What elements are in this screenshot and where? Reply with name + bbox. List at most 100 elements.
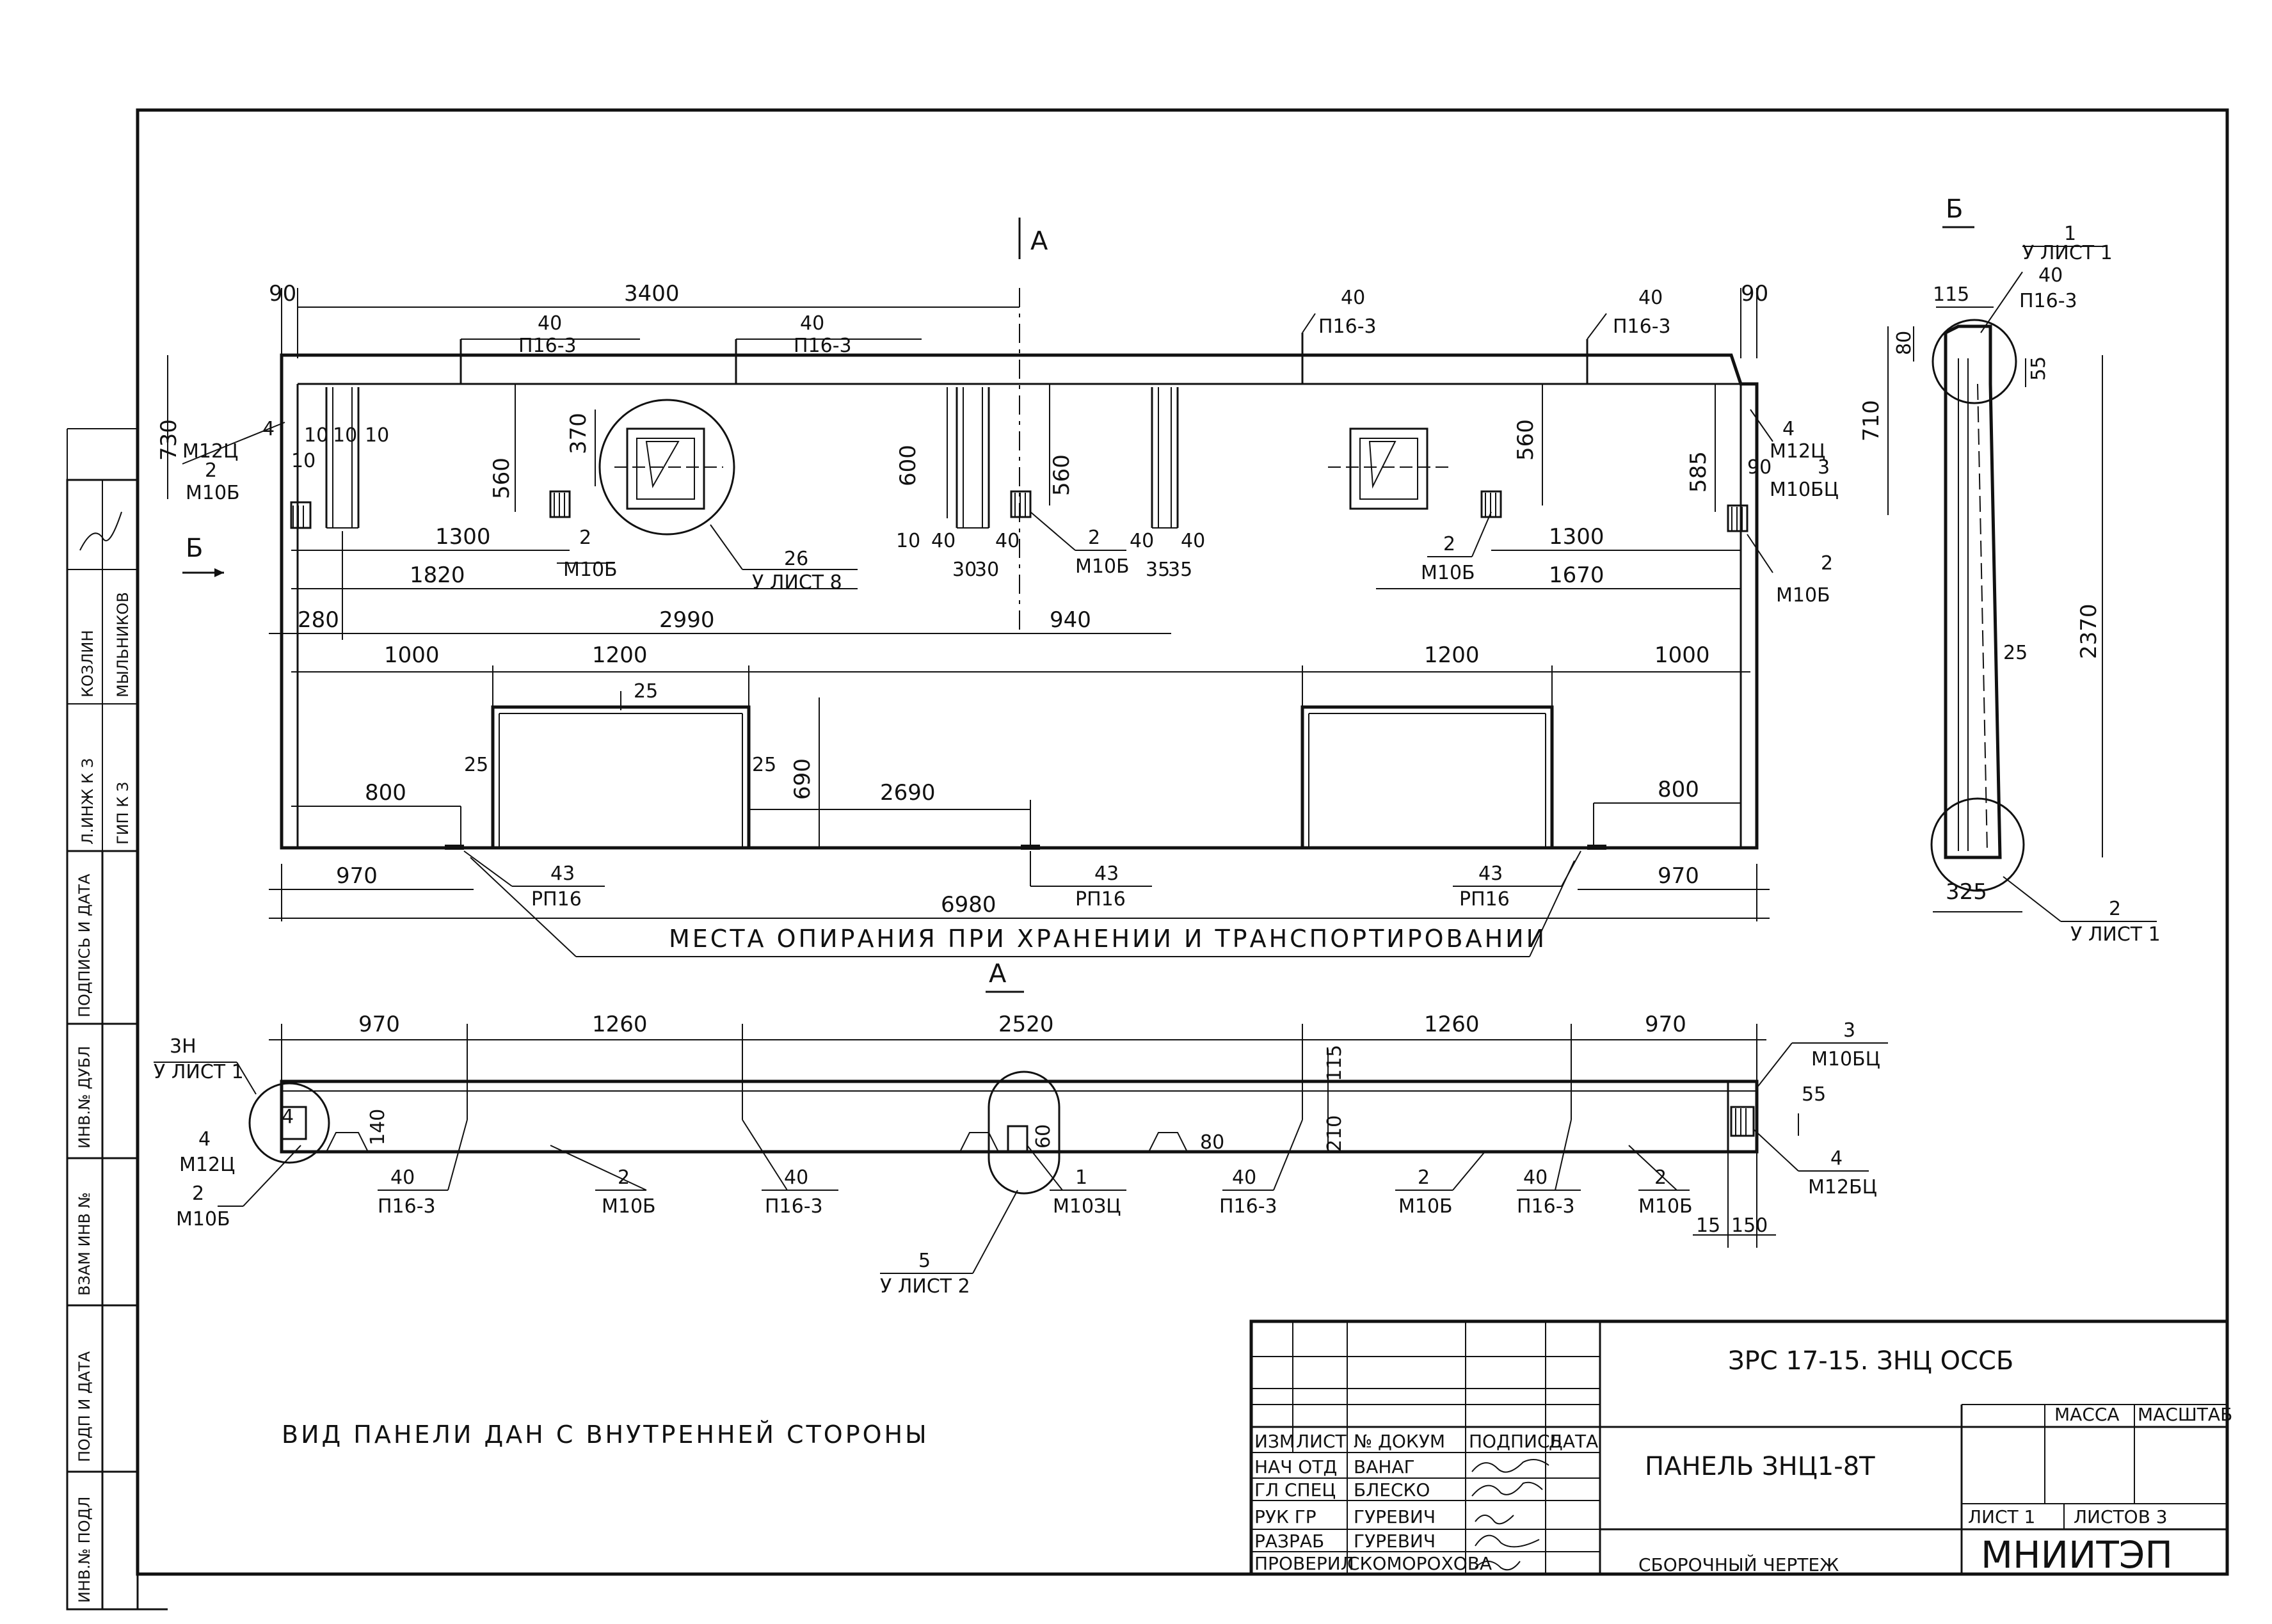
dim-10-center: 10 bbox=[896, 530, 920, 552]
tb-h-date: ДАТА bbox=[1549, 1431, 1598, 1452]
dim-40-d: 40 bbox=[1181, 530, 1205, 552]
plan-b8-num: 2 bbox=[1654, 1166, 1667, 1189]
right-label-90: 90 bbox=[1747, 456, 1772, 479]
plan-dim-150: 150 bbox=[1731, 1214, 1768, 1237]
plan-b4-num: 1 bbox=[1075, 1166, 1087, 1189]
signature-4 bbox=[1475, 1534, 1540, 1548]
panel-outline bbox=[280, 353, 1759, 850]
view-caption: ВИД ПАНЕЛИ ДАН С ВНУТРЕННЕЙ СТОРОНЫ bbox=[282, 1421, 929, 1449]
dim-600: 600 bbox=[895, 445, 921, 486]
stamp-linzh: Л.ИНЖ К З bbox=[79, 758, 97, 845]
right-label-4: 4 bbox=[1782, 418, 1795, 440]
inner-label-2a: 2 bbox=[579, 527, 591, 549]
stamp-gip: ГИП К З bbox=[114, 782, 132, 845]
plan-dim-1260-right: 1260 bbox=[1424, 1012, 1480, 1037]
plan-dim-970-right: 970 bbox=[1645, 1012, 1686, 1037]
loop-3-type: П16-3 bbox=[1318, 315, 1377, 338]
tb-h-izm: ИЗМ bbox=[1254, 1431, 1295, 1452]
side-dim-115: 115 bbox=[1933, 283, 1969, 306]
plan-b7-type: П16-3 bbox=[1517, 1195, 1575, 1218]
signature-5 bbox=[1475, 1561, 1521, 1571]
side-dim-55: 55 bbox=[2028, 356, 2050, 381]
stamp-signature bbox=[79, 511, 122, 551]
dim-35-b: 35 bbox=[1168, 559, 1192, 581]
front-view: A 90 3400 90 40 П16-3 40 П16-3 40 П16-3 … bbox=[156, 218, 1839, 993]
support-1-type: РП16 bbox=[531, 888, 582, 911]
left-label-2: 2 bbox=[205, 459, 217, 482]
dim-30-a: 30 bbox=[952, 559, 977, 581]
dim-800-left: 800 bbox=[365, 780, 406, 806]
col1-dim-d: 10 bbox=[291, 450, 316, 472]
plan-left-mark: 4 bbox=[282, 1106, 294, 1128]
plan-b4-type: М10ЗЦ bbox=[1053, 1195, 1121, 1218]
side-dim-710: 710 bbox=[1859, 400, 1884, 442]
dim-1300-left: 1300 bbox=[435, 524, 491, 550]
plan-b1-num: 40 bbox=[390, 1166, 415, 1189]
plan-dim-140: 140 bbox=[367, 1109, 389, 1145]
right-label-m10bc: М10БЦ bbox=[1770, 479, 1839, 501]
plan-left-m10b: М10Б bbox=[176, 1208, 230, 1230]
center-label-2: 2 bbox=[1088, 527, 1100, 549]
support-3-num: 43 bbox=[1478, 863, 1503, 885]
tb-r5-role: ПРОВЕРИЛ bbox=[1254, 1553, 1354, 1574]
signature-1 bbox=[1471, 1459, 1549, 1473]
right-label-2: 2 bbox=[1821, 552, 1833, 575]
tb-h-list: ЛИСТ bbox=[1296, 1431, 1347, 1452]
right-label-m10b: М10Б bbox=[1776, 584, 1830, 607]
stamp-vzam-inv: ВЗАМ ИНВ № bbox=[76, 1192, 93, 1296]
dim-1000-right: 1000 bbox=[1654, 642, 1710, 668]
tb-code: ЗРС 17-15. ЗНЦ ОССБ bbox=[1728, 1346, 2013, 1376]
dim-730: 730 bbox=[156, 419, 182, 461]
side-dim-80: 80 bbox=[1893, 331, 1916, 355]
dim-2990: 2990 bbox=[659, 607, 715, 633]
signature-3 bbox=[1475, 1515, 1514, 1525]
dim-690: 690 bbox=[790, 758, 815, 800]
section-a-top: A bbox=[1030, 227, 1048, 256]
support-note: МЕСТА ОПИРАНИЯ ПРИ ХРАНЕНИИ И ТРАНСПОРТИ… bbox=[669, 925, 1547, 953]
loop-1-type: П16-3 bbox=[518, 335, 577, 357]
dim-1000-left: 1000 bbox=[384, 642, 440, 668]
loop-1-num: 40 bbox=[538, 312, 562, 335]
tb-r1-role: НАЧ ОТД bbox=[1254, 1456, 1337, 1477]
side-callout-top-ref: У ЛИСТ 1 bbox=[2022, 242, 2113, 264]
plan-left-m12c: М12Ц bbox=[179, 1154, 235, 1176]
plan-b7-num: 40 bbox=[1523, 1166, 1548, 1189]
side-callout-top-num: 1 bbox=[2064, 223, 2076, 245]
left-label-m12c: М12Ц bbox=[182, 440, 238, 463]
tb-r3-role: РУК ГР bbox=[1254, 1506, 1316, 1527]
dim-560-center: 560 bbox=[1049, 454, 1075, 496]
support-2-num: 43 bbox=[1094, 863, 1119, 885]
section-b-arrow: Б bbox=[186, 534, 203, 563]
tb-r4-role: РАЗРАБ bbox=[1254, 1531, 1324, 1552]
window-callout-num: 26 bbox=[784, 548, 808, 570]
right-inner-2: 2 bbox=[1443, 533, 1455, 555]
right-label-m12c: М12Ц bbox=[1770, 440, 1825, 463]
tb-r5-name: СКОМОРОХОВА bbox=[1347, 1553, 1492, 1574]
loop-3-num: 40 bbox=[1341, 287, 1365, 309]
tb-sub: СБОРОЧНЫЙ ЧЕРТЕЖ bbox=[1638, 1554, 1839, 1575]
dim-40-a: 40 bbox=[931, 530, 956, 552]
tb-h-sign: ПОДПИСЬ bbox=[1469, 1431, 1562, 1452]
side-callout-bottom-num: 2 bbox=[2109, 898, 2121, 920]
support-2-type: РП16 bbox=[1075, 888, 1126, 911]
center-label-m10b: М10Б bbox=[1075, 555, 1130, 578]
tb-org: МНИИТЭП bbox=[1981, 1533, 2173, 1577]
tb-r2-name: БЛЕСКО bbox=[1354, 1479, 1430, 1501]
section-b-view: Б bbox=[1946, 195, 1963, 224]
dim-585: 585 bbox=[1686, 451, 1711, 493]
right-label-3: 3 bbox=[1818, 456, 1830, 479]
dim-40-c: 40 bbox=[1130, 530, 1154, 552]
plan-dim-970-left: 970 bbox=[358, 1012, 400, 1037]
plan-dim-80: 80 bbox=[1200, 1131, 1224, 1154]
stamp-podpis-data: ПОДПИСЬ И ДАТА bbox=[76, 873, 93, 1017]
plan-b5-type: П16-3 bbox=[1219, 1195, 1277, 1218]
plan-dim-60: 60 bbox=[1032, 1124, 1055, 1149]
plan-right-m10bc: М10БЦ bbox=[1811, 1048, 1880, 1071]
dim-560-right: 560 bbox=[1513, 419, 1539, 461]
inner-label-m10b-a: М10Б bbox=[563, 559, 618, 581]
window-callout-ref: У ЛИСТ 8 bbox=[752, 571, 842, 594]
dim-25-left: 25 bbox=[464, 754, 488, 776]
plan-b3-type: П16-3 bbox=[765, 1195, 823, 1218]
tb-h-doc: № ДОКУМ bbox=[1354, 1431, 1445, 1452]
